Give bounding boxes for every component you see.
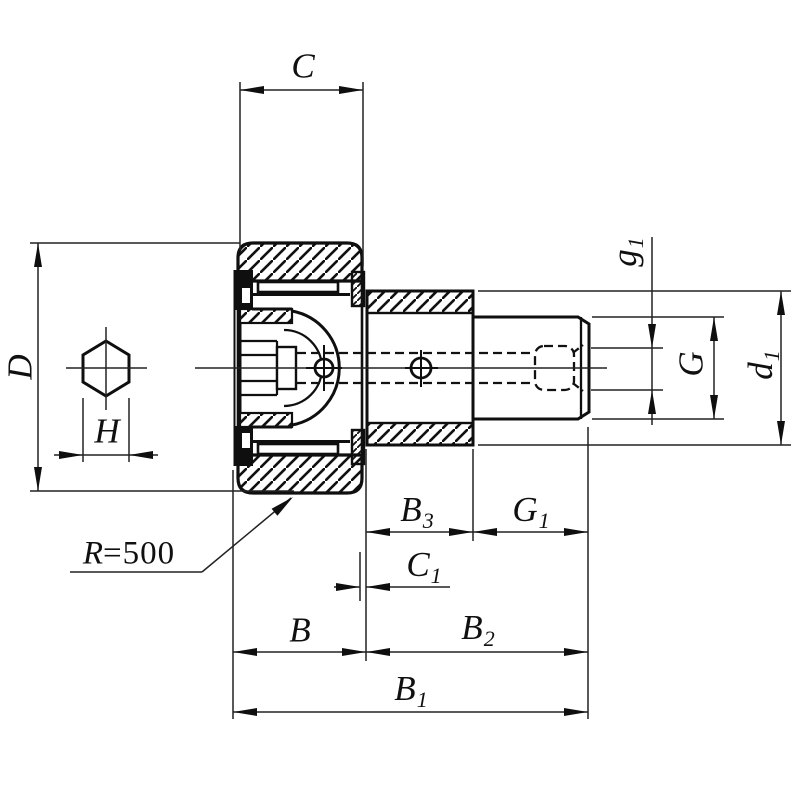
label-h: H <box>94 411 120 451</box>
label-b: B <box>289 610 311 650</box>
hex-socket-front-view <box>66 327 147 410</box>
dimension-arrowheads <box>34 86 785 716</box>
end-washers <box>350 270 366 466</box>
label-c1: C1 <box>406 545 442 588</box>
label-g-cap: G <box>671 351 711 377</box>
label-b3: B3 <box>400 490 434 533</box>
label-g1-small: g1 <box>605 237 648 267</box>
label-d1: d1 <box>741 350 784 380</box>
side-plates <box>235 270 253 466</box>
label-b1: B1 <box>394 669 428 712</box>
label-d: D <box>0 354 40 380</box>
label-c: C <box>291 46 315 86</box>
label-r500: R=500 <box>82 535 176 572</box>
label-g1-cap: G1 <box>512 490 550 533</box>
label-b2: B2 <box>461 608 495 651</box>
stud-head <box>238 307 341 429</box>
grease-hole-marks <box>306 345 438 391</box>
needle-rollers <box>253 280 350 456</box>
